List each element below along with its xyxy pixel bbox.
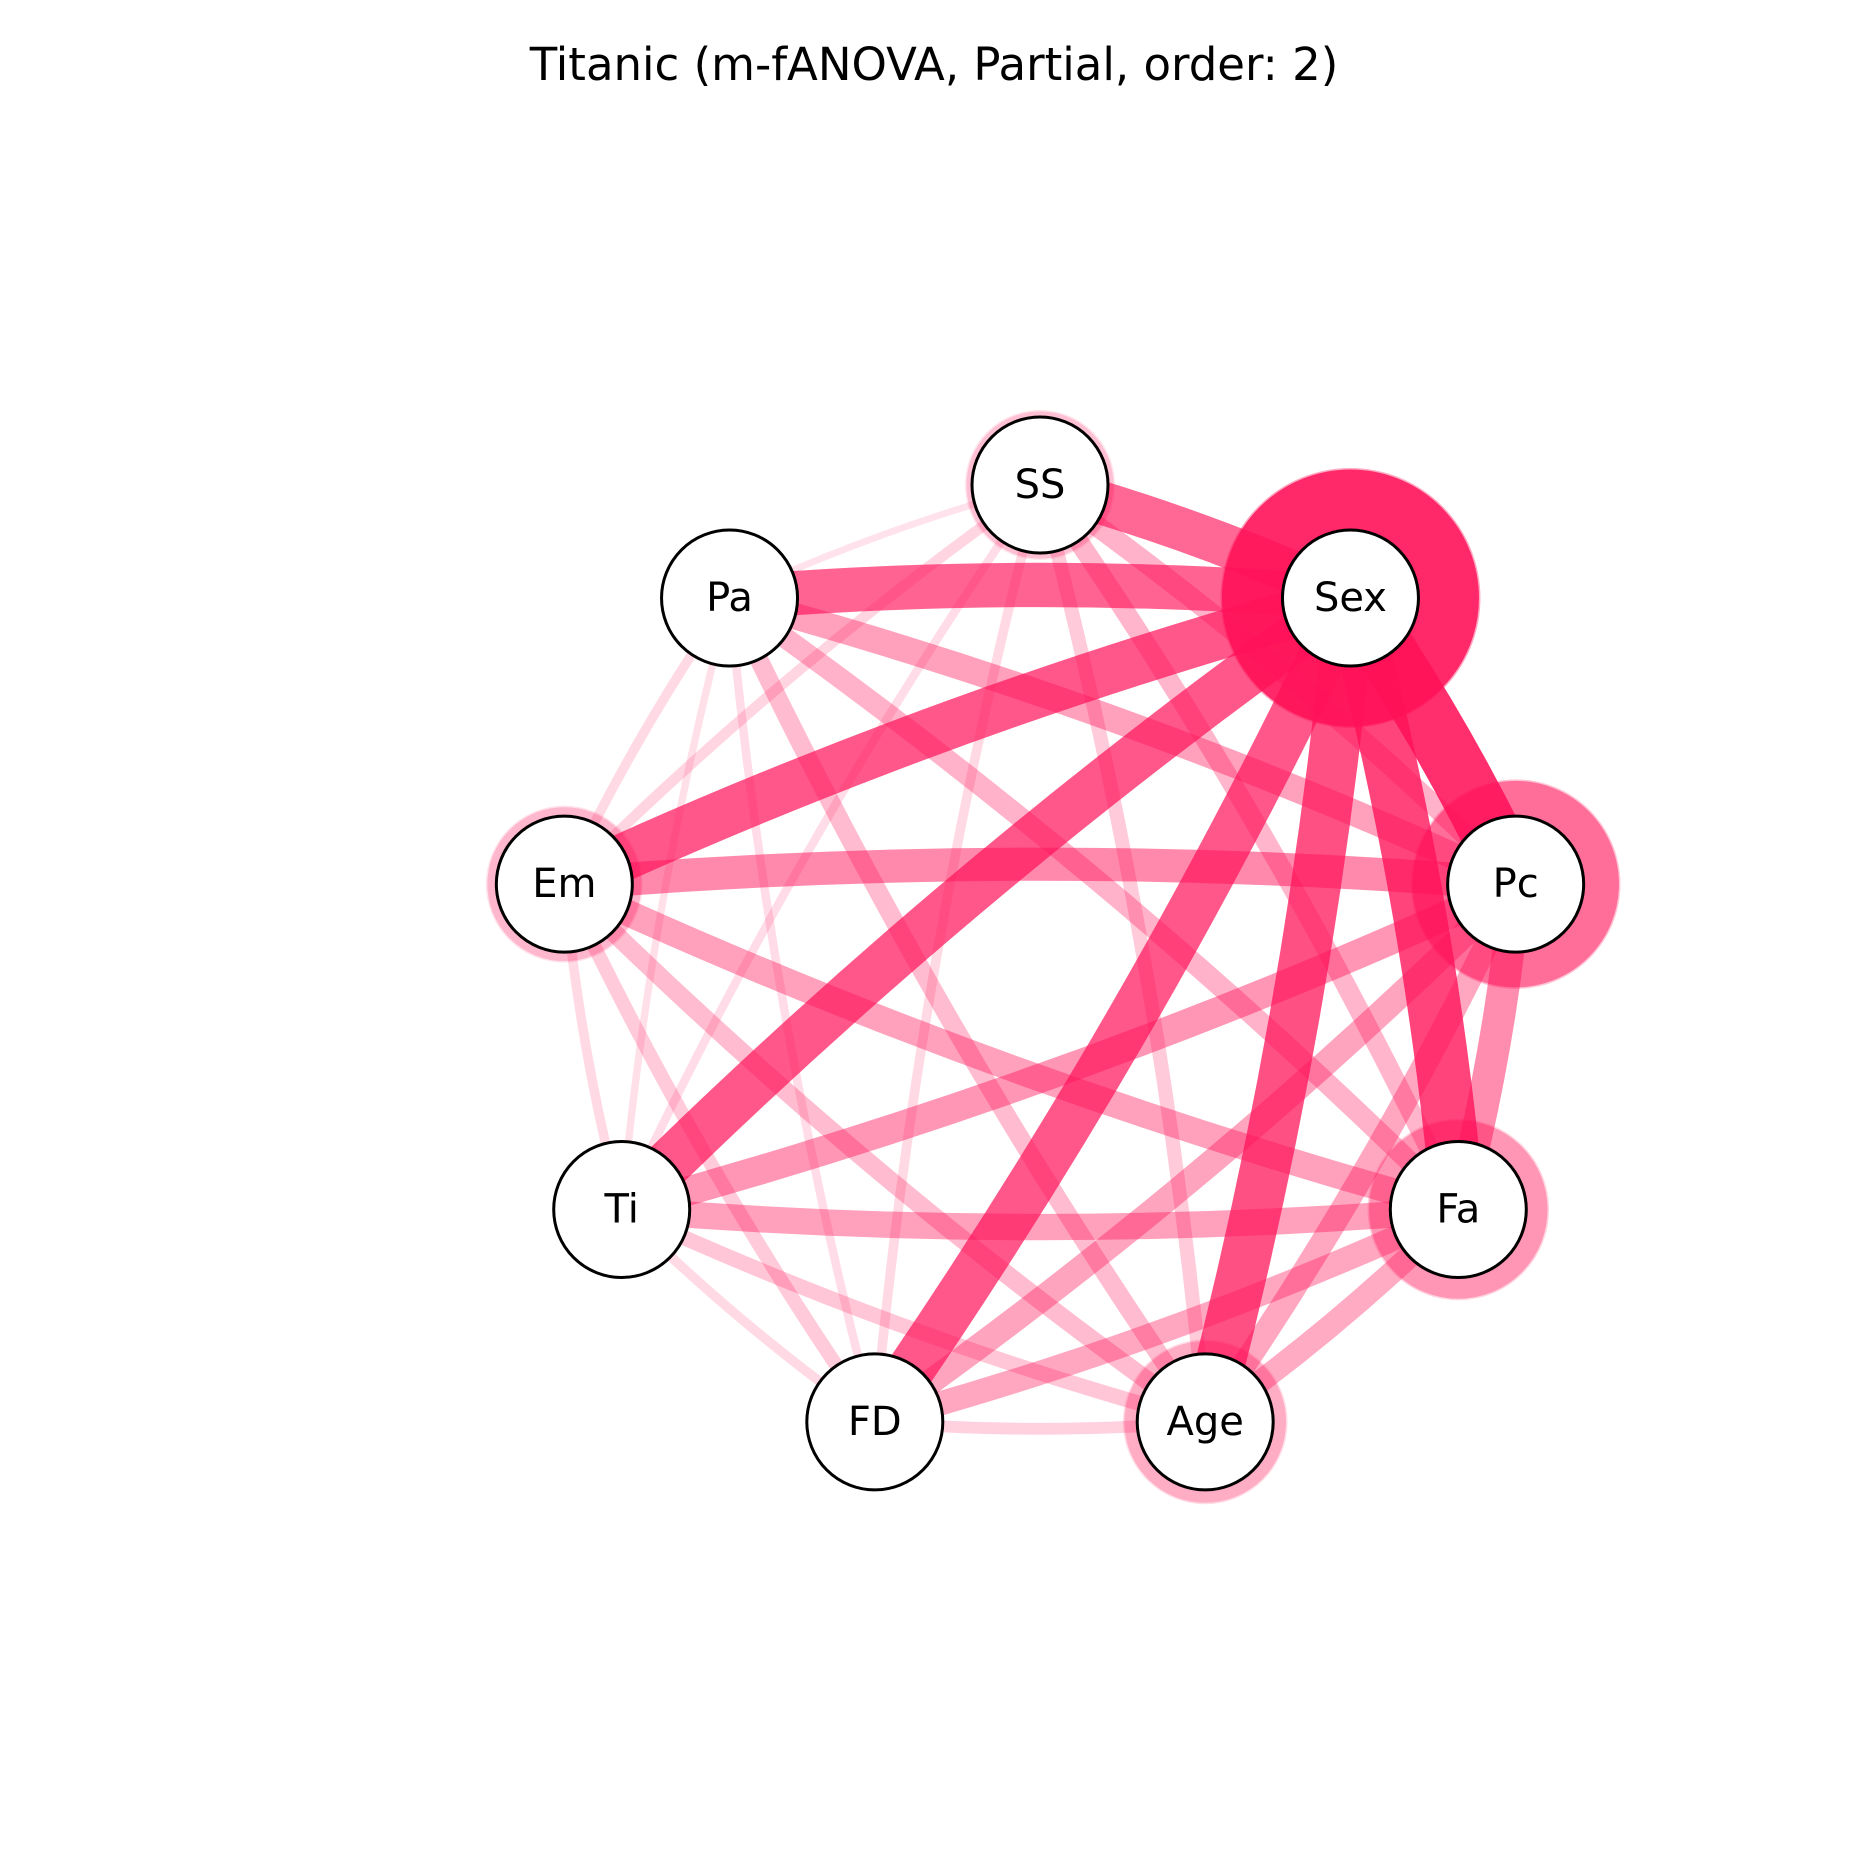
node-circle: [660, 528, 800, 668]
interaction-edges: [554, 464, 1543, 1436]
node-sex: Sex: [1280, 528, 1420, 668]
edge-sex-ti: [604, 578, 1365, 1227]
node-pc: Pc: [1446, 814, 1586, 954]
node-ss: SS: [970, 415, 1110, 555]
node-circle: [1135, 1352, 1275, 1492]
node-label: Age: [1167, 1399, 1244, 1445]
edge-em-age: [557, 877, 1211, 1430]
edge-em-fa: [558, 872, 1462, 1223]
node-circle: [805, 1352, 945, 1492]
node-circle: [1280, 528, 1420, 668]
node-em: Em: [494, 814, 634, 954]
node-circle: [1446, 814, 1586, 954]
node-age: Age: [1135, 1352, 1275, 1492]
edge-em-fd: [557, 881, 881, 1426]
node-label: SS: [1015, 462, 1066, 508]
edge-pa-age: [721, 594, 1213, 1428]
node-ti: Ti: [552, 1140, 692, 1279]
node-fd: FD: [805, 1352, 945, 1492]
edge-sex-em: [554, 574, 1357, 906]
chart-title: Titanic (m-fANOVA, Partial, order: 2): [529, 38, 1339, 91]
node-circle: [1388, 1140, 1528, 1279]
edge-pa-fd: [725, 597, 879, 1423]
edge-ti-age: [618, 1202, 1208, 1430]
edge-pa-fa: [723, 589, 1466, 1217]
edge-pc-ti: [617, 870, 1522, 1224]
node-circle: [494, 814, 634, 954]
node-label: Pa: [706, 575, 753, 621]
node-circle: [552, 1140, 692, 1279]
node-pa: Pa: [660, 528, 800, 668]
node-fa: Fa: [1388, 1140, 1528, 1279]
edge-ss-em: [560, 480, 1044, 888]
node-label: Sex: [1314, 575, 1387, 621]
edge-ti-fa: [620, 1196, 1460, 1241]
node-label: Fa: [1436, 1187, 1480, 1233]
edge-sex-pa: [727, 562, 1353, 621]
node-label: Em: [532, 861, 596, 907]
edge-ss-age: [1033, 483, 1213, 1423]
node-label: Pc: [1493, 861, 1539, 907]
node-label: Ti: [604, 1187, 639, 1233]
edge-em-pc: [562, 847, 1518, 901]
node-label: FD: [848, 1399, 902, 1445]
edge-sex-age: [1181, 595, 1376, 1429]
edge-pc-age: [1195, 878, 1527, 1429]
edge-fd-fa: [871, 1198, 1464, 1434]
edge-ss-fd: [870, 483, 1045, 1423]
edge-pa-ti: [618, 597, 734, 1210]
node-circle: [970, 415, 1110, 555]
edge-sex-fd: [855, 587, 1373, 1436]
